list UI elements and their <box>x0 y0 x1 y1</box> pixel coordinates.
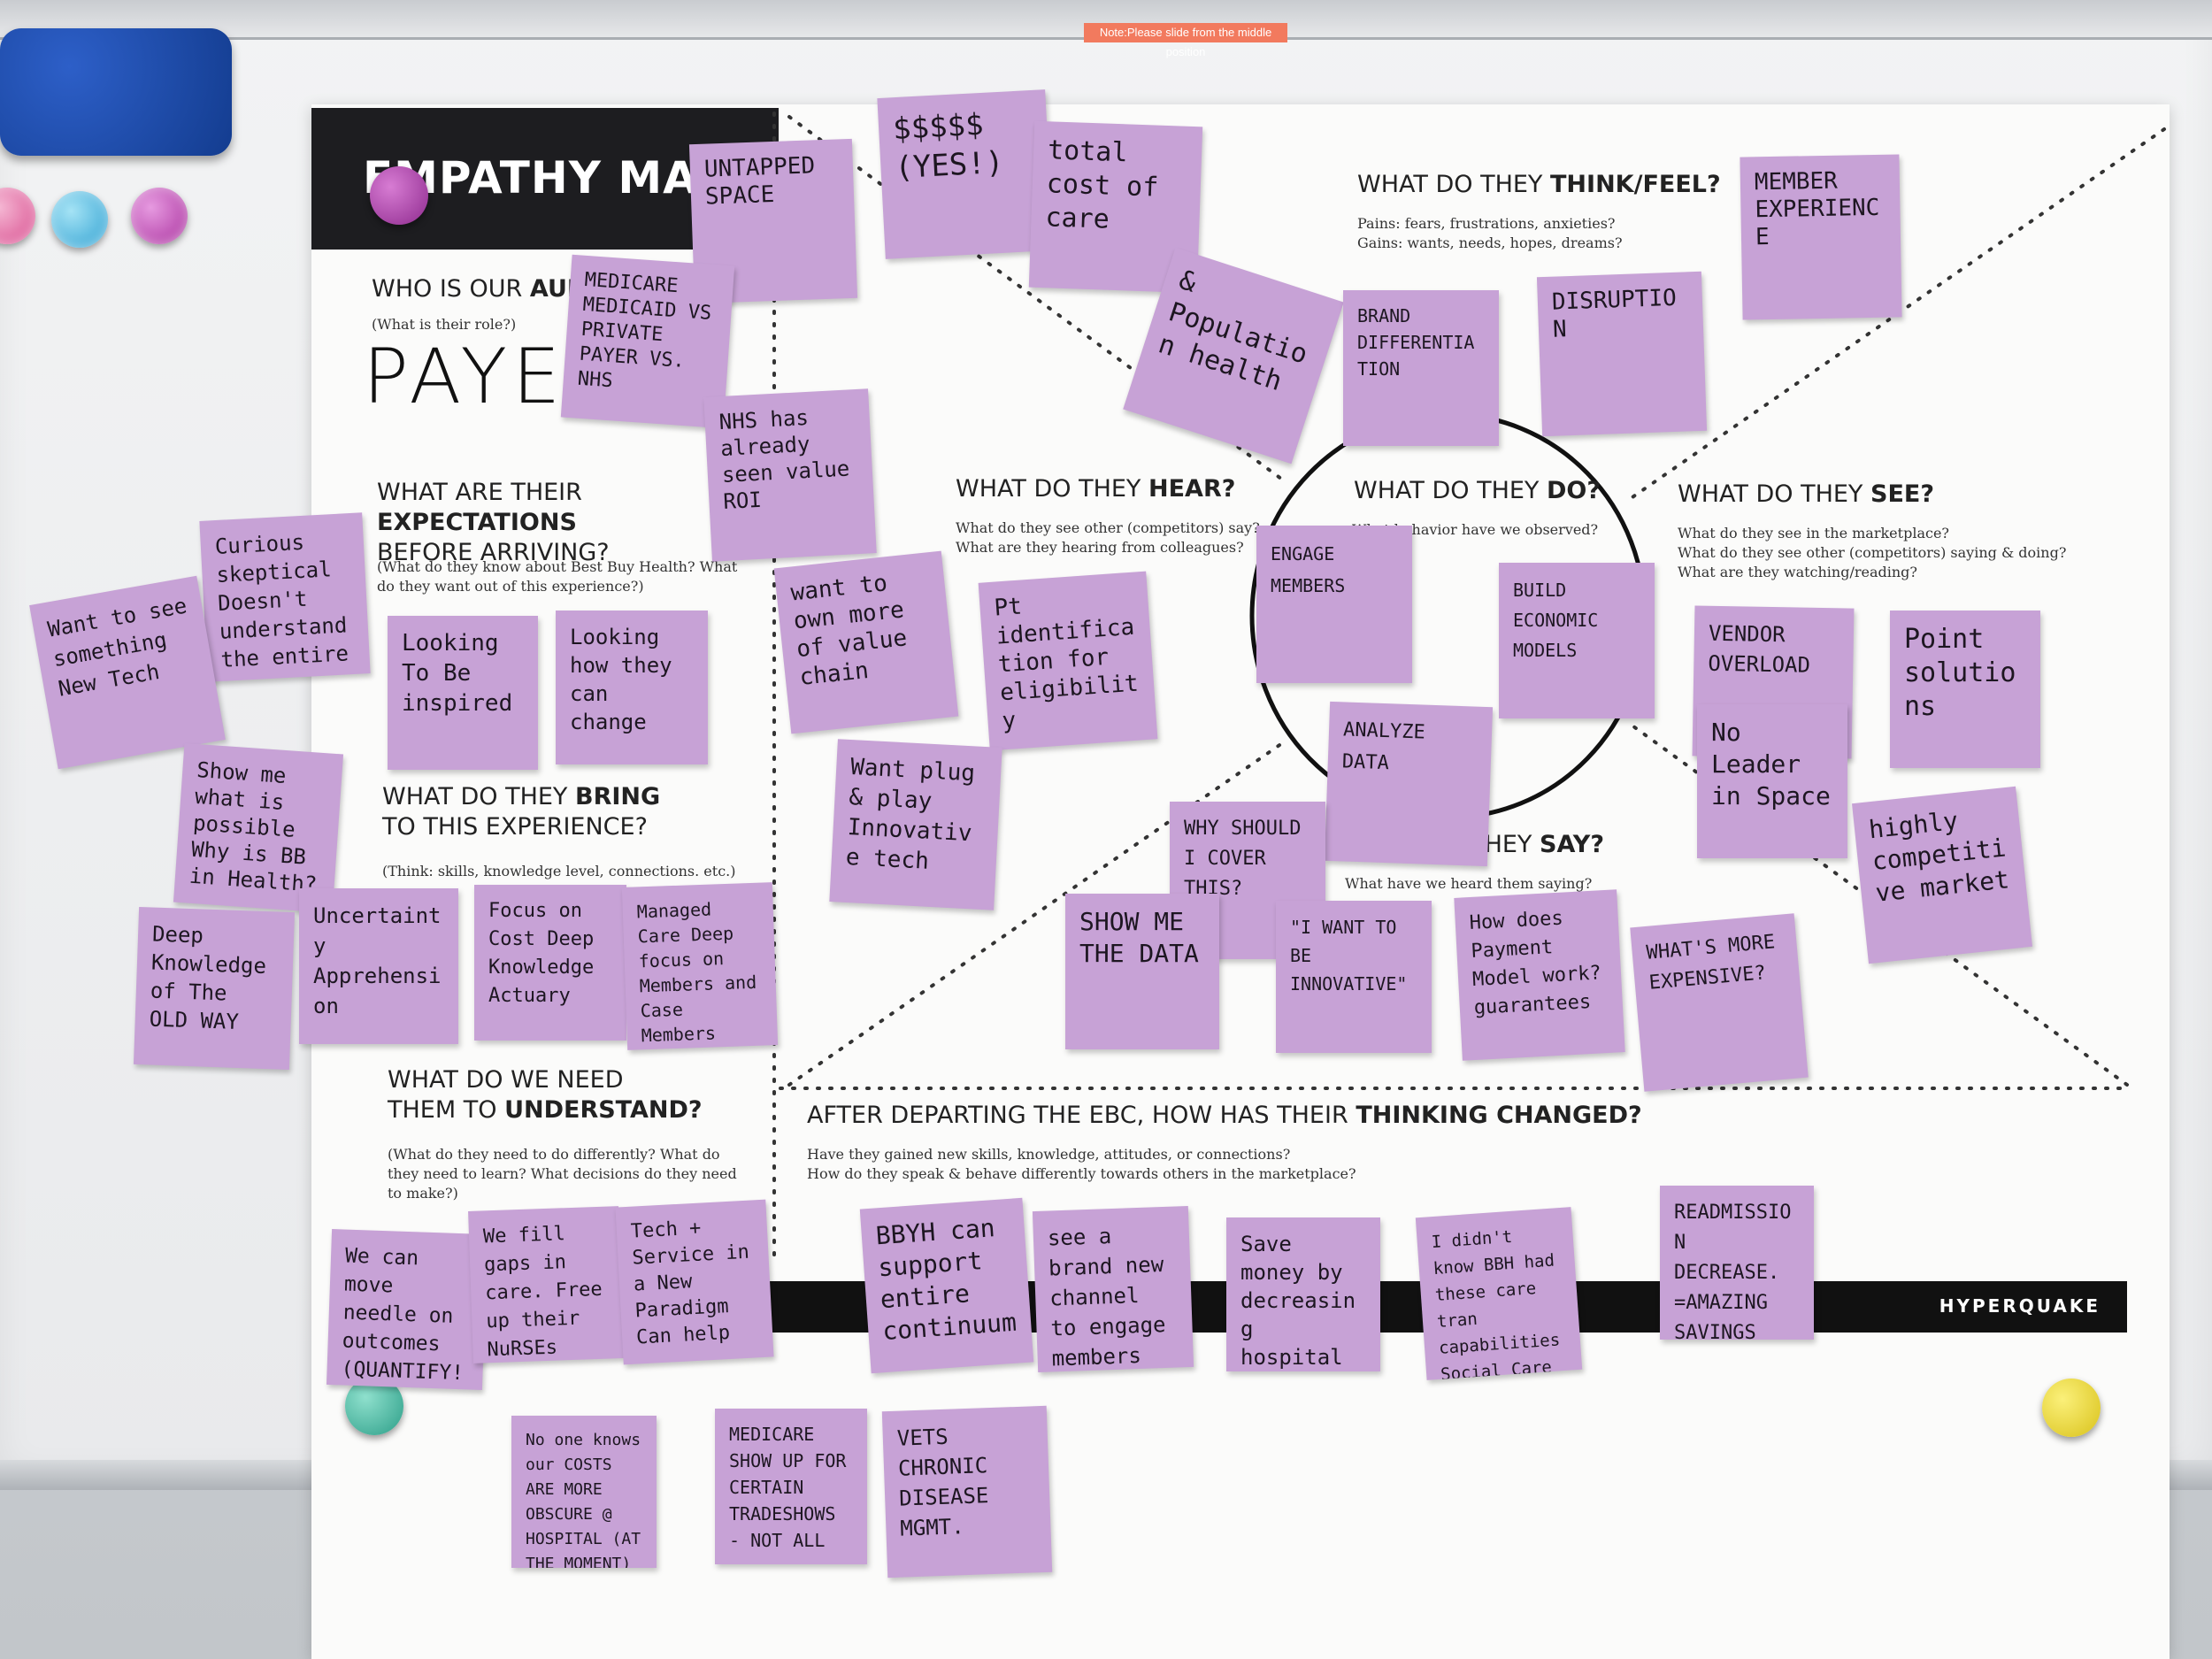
expectations-sub: (What do they know about Best Buy Health… <box>377 558 738 595</box>
sticky-note-brand-differentiation: BRAND DIFFERENTIATION <box>1343 290 1499 446</box>
sticky-note-member-experience: MEMBER EXPERIENCE <box>1740 154 1902 320</box>
sticky-note-curious: Curious skeptical Doesn't understand the… <box>199 512 371 682</box>
sticky-note-didnt-know: I didn't know BBH had these care tran ca… <box>1415 1207 1583 1380</box>
do-sub: What behavior have we observed? <box>1352 521 1599 538</box>
sticky-note-fill-gaps: We fill gaps in care. Free up their NuRS… <box>468 1206 624 1363</box>
sticky-note-engage-members: ENGAGE MEMBERS <box>1256 526 1412 683</box>
diagonal-br <box>1628 722 2129 1087</box>
sticky-note-nhs: NHS has already seen value ROI <box>703 388 877 562</box>
sticky-note-how-change: Looking how they can change <box>556 611 708 764</box>
sticky-note-costs-obscure: No one knows our COSTS ARE MORE OBSCURE … <box>511 1416 657 1568</box>
sticky-note-competitive-market: highly competitive market <box>1851 786 2033 964</box>
sticky-note-move-needle: We can move needle on outcomes (QUANTIFY… <box>326 1228 488 1391</box>
sticky-note-no-leader: No Leader in Space <box>1697 704 1847 858</box>
hear-title: WHAT DO THEY HEAR? <box>956 475 1236 503</box>
brand-logo-text: HYPERQUAKE <box>1939 1295 2101 1317</box>
sticky-note-plug-play: Want plug & play Innovative tech <box>829 739 1002 910</box>
sticky-note-new-channel: see a brand new channel to engage member… <box>1032 1205 1194 1373</box>
sticky-note-more-expensive: WHAT'S MORE EXPENSIVE? <box>1630 913 1809 1092</box>
sticky-note-managed-care: Managed Care Deep focus on Members and C… <box>621 882 779 1050</box>
sticky-note-deep-knowledge: Deep Knowledge of The OLD WAY <box>133 906 296 1071</box>
think-sub-pains: Pains: fears, frustrations, anxieties? <box>1357 215 1616 232</box>
think-title: WHAT DO THEY THINK/FEEL? <box>1357 171 1721 198</box>
sticky-note-want-new-tech: Want to see something New Tech <box>29 575 226 770</box>
after-title: AFTER DEPARTING THE EBC, HOW HAS THEIR T… <box>807 1102 1642 1129</box>
sticky-note-show-data: SHOW ME THE DATA <box>1065 894 1219 1049</box>
sticky-note-dollars: $$$$$ (YES!) <box>877 89 1054 259</box>
sticky-note-tradeshows: MEDICARE SHOW UP FOR CERTAIN TRADESHOWS … <box>715 1409 867 1564</box>
whiteboard-eraser <box>0 28 232 156</box>
sticky-note-vets: VETS CHRONIC DISEASE MGMT. <box>881 1405 1053 1578</box>
sticky-note-disruption: DISRUPTION <box>1536 271 1708 437</box>
title-magnet <box>370 166 428 225</box>
see-sub-a: What do they see in the marketplace? <box>1678 525 1949 541</box>
sticky-note-economic-models: BUILD ECONOMIC MODELS <box>1499 563 1655 718</box>
think-sub-gains: Gains: wants, needs, hopes, dreams? <box>1357 234 1623 251</box>
audience-sub: (What is their role?) <box>372 316 517 333</box>
sticky-note-save-money: Save money by decreasing hospital stays/… <box>1226 1217 1380 1371</box>
sticky-note-uncertainty: Uncertainty Apprehension <box>299 888 458 1044</box>
magenta-magnet <box>131 188 188 244</box>
sticky-note-bbyh: BBYH can support entire continuum <box>859 1197 1034 1374</box>
see-sub-c: What are they watching/reading? <box>1678 564 1917 580</box>
sticky-note-payment-model: How does Payment Model work? guarantees <box>1454 889 1625 1061</box>
diagonal-bl <box>787 740 1286 1087</box>
sticky-note-tech-service: Tech + Service in a New Paradigm Can hel… <box>615 1199 774 1365</box>
sticky-note-own-value: want to own more of value chain <box>773 550 959 734</box>
slide-notice-label: Note:Please slide from the middle positi… <box>1084 23 1287 58</box>
sticky-note-pt-identification: Pt identification for eligibility <box>978 571 1158 751</box>
after-sub-a: Have they gained new skills, knowledge, … <box>807 1146 1291 1163</box>
do-title: WHAT DO THEY DO? <box>1354 477 1601 504</box>
see-sub-b: What do they see other (competitors) say… <box>1678 544 2067 561</box>
yellow-magnet <box>2042 1379 2101 1437</box>
sticky-note-point-solutions: Point solutions <box>1890 611 2040 768</box>
understand-sub: (What do they need to do differently? Wh… <box>388 1146 737 1202</box>
sticky-note-focus-cost: Focus on Cost Deep Knowledge Actuary <box>474 885 626 1041</box>
hear-sub-b: What are they hearing from colleagues? <box>956 539 1244 556</box>
sticky-note-inspired: Looking To Be inspired <box>388 616 538 770</box>
after-sub-b: How do they speak & behave differently t… <box>807 1165 1356 1182</box>
see-title: WHAT DO THEY SEE? <box>1678 480 1935 508</box>
sticky-note-innovative: "I WANT TO BE INNOVATIVE" <box>1276 901 1432 1053</box>
sticky-note-analyze-data: ANALYZE DATA <box>1324 701 1494 867</box>
hear-sub-a: What do they see other (competitors) say… <box>956 519 1260 536</box>
say-sub: What have we heard them saying? <box>1345 875 1593 892</box>
cyan-magnet <box>51 191 108 248</box>
diagonal-tl <box>787 115 1286 483</box>
bring-sub: (Think: skills, knowledge level, connect… <box>382 863 736 879</box>
sticky-note-readmission: READMISSION DECREASE. =AMAZING SAVINGS <box>1660 1186 1814 1340</box>
